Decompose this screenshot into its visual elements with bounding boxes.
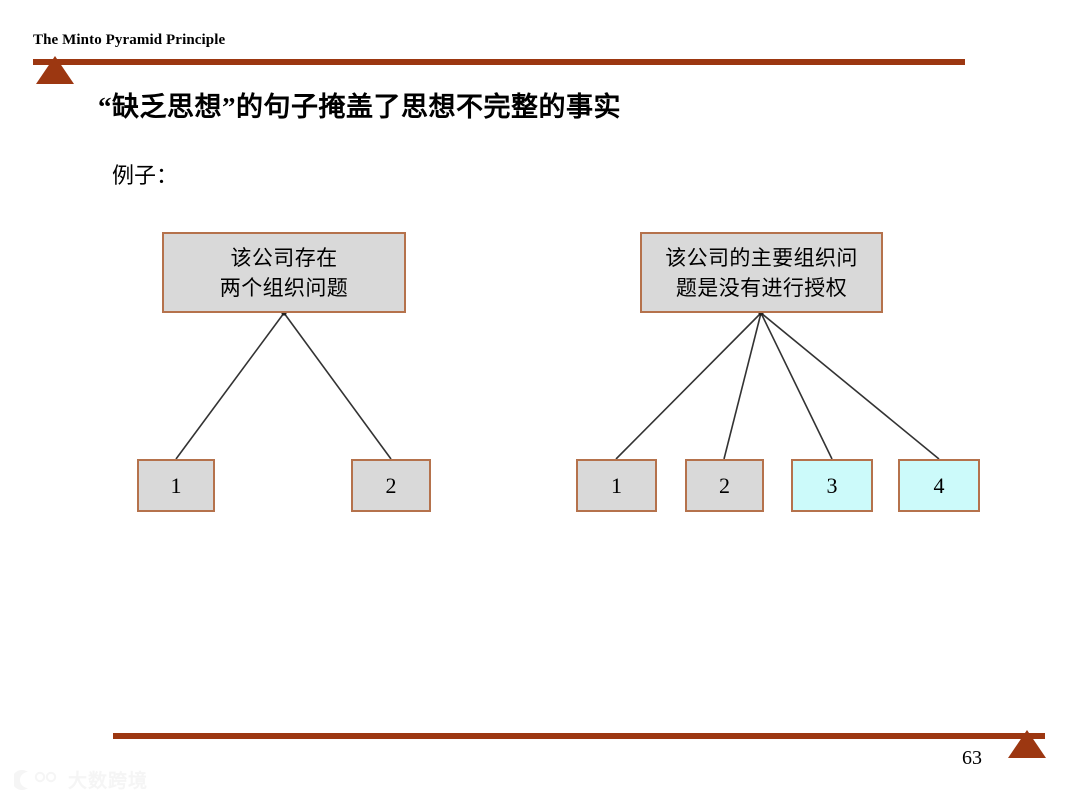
right-child-label-2: 2 — [719, 472, 730, 498]
footer-triangle-up-icon — [1008, 730, 1046, 758]
connector-right-1 — [615, 312, 762, 460]
right-parent-box[interactable]: 该公司的主要组织问 题是没有进行授权 — [640, 232, 883, 313]
header-title: The Minto Pyramid Principle — [33, 32, 226, 48]
right-child-box-4[interactable]: 4 — [898, 459, 980, 512]
right-child-label-3: 3 — [826, 472, 838, 498]
footer-rule — [113, 733, 1045, 739]
connector-right-2 — [723, 312, 762, 460]
right-parent-label: 该公司的主要组织问 题是没有进行授权 — [665, 245, 858, 300]
left-parent-label: 该公司存在 两个组织问题 — [219, 245, 349, 300]
left-child-label-2: 2 — [385, 472, 397, 498]
header-rule — [33, 59, 965, 65]
right-child-box-3[interactable]: 3 — [791, 459, 873, 512]
connector-right-4 — [760, 312, 940, 460]
right-child-box-1[interactable]: 1 — [576, 459, 657, 512]
connector-right-3 — [760, 312, 833, 460]
watermark-text: 大数跨境 — [68, 771, 149, 792]
page-number: 63 — [962, 747, 982, 769]
connector-left-2 — [283, 312, 392, 460]
left-child-label-1: 1 — [170, 472, 182, 498]
connector-left-1 — [175, 312, 285, 460]
left-child-box-1[interactable]: 1 — [137, 459, 215, 512]
header-triangle-up-icon — [36, 56, 74, 84]
example-label: 例子： — [112, 163, 179, 188]
right-child-label-4: 4 — [933, 472, 945, 498]
right-child-label-1: 1 — [611, 472, 622, 498]
left-parent-box[interactable]: 该公司存在 两个组织问题 — [162, 232, 406, 313]
page-title: “缺乏思想”的句子掩盖了思想不完整的事实 — [98, 92, 621, 122]
right-child-box-2[interactable]: 2 — [685, 459, 764, 512]
brand-logo-icon — [14, 769, 57, 790]
watermark: 大数跨境 — [14, 766, 148, 793]
left-child-box-2[interactable]: 2 — [351, 459, 431, 512]
